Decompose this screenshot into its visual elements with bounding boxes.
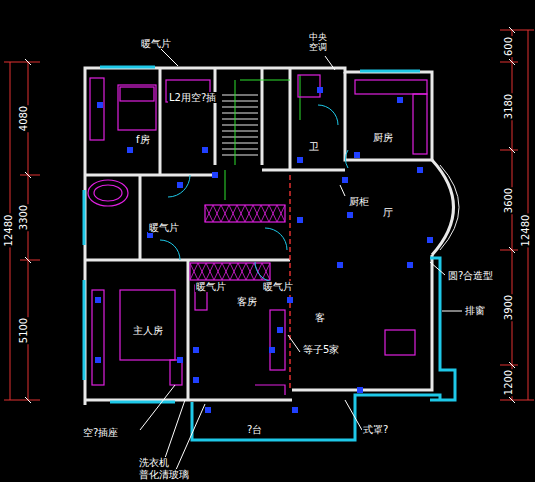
heating-label: 暖气片: [140, 38, 172, 49]
heating-label: 暖气片: [195, 281, 227, 292]
fixture-symbol: [212, 172, 218, 178]
dimension: 3900: [503, 293, 514, 320]
heating-label: 暖气片: [148, 222, 180, 233]
hanger-mark: [230, 263, 238, 280]
hanger-mark: [213, 205, 221, 222]
fixture-symbol: [354, 152, 360, 158]
hanger-mark: [237, 205, 245, 222]
fixture-label: 等子5家: [302, 344, 340, 355]
room-name: 客房: [236, 296, 258, 307]
hanger-mark: [262, 263, 270, 280]
fixture-symbol: [127, 147, 133, 153]
hanger-mark: [198, 263, 206, 280]
fixture-symbol: [177, 182, 183, 188]
fixture-symbol: [337, 262, 343, 268]
room-name: 厅: [382, 207, 394, 218]
hanger-mark: [222, 263, 230, 280]
fixture-symbol: [95, 357, 101, 363]
hanger-mark: [261, 205, 269, 222]
ac-label: 中央 空调: [308, 33, 330, 53]
fixture-symbol: [292, 407, 298, 413]
fixture-symbol: [417, 167, 423, 173]
window-note: 圆?合造型: [447, 270, 494, 281]
stair-tread: [222, 143, 258, 144]
fixture-symbol: [202, 147, 208, 153]
room-name: 客: [314, 312, 326, 323]
dimension: 5100: [18, 316, 29, 343]
glass-note: 普化清玻璃: [138, 469, 190, 480]
socket-note: L2用空?插: [168, 92, 217, 103]
fixture-symbol: [357, 387, 363, 393]
cabinet-label: 厨柜: [348, 196, 370, 207]
stair-tread: [222, 113, 258, 114]
hanger-mark: [269, 205, 277, 222]
room-name: 主人房: [132, 325, 164, 336]
socket-note: 空?插座: [82, 427, 119, 438]
stair-tread: [222, 107, 258, 108]
fixture-symbol: [269, 347, 275, 353]
stair-tread: [222, 95, 258, 96]
fixture-symbol: [205, 407, 211, 413]
hanger-mark: [245, 205, 253, 222]
room-name: 卫: [308, 141, 320, 152]
hanger-mark: [277, 205, 285, 222]
fixture-symbol: [427, 237, 433, 243]
heating-label: 暖气片: [262, 281, 294, 292]
hanger-mark: [190, 263, 198, 280]
appliance-label: 洗衣机: [138, 457, 170, 468]
hanger-mark: [221, 205, 229, 222]
fixture-symbol: [297, 217, 303, 223]
stair-tread: [222, 131, 258, 132]
dimension: 4080: [18, 104, 29, 131]
fixture-symbol: [193, 347, 199, 353]
dimension: 3300: [18, 203, 29, 230]
window-note: 排窗: [464, 305, 486, 316]
hanger-mark: [253, 205, 261, 222]
fixture-symbol: [317, 87, 323, 93]
dimension: 600: [503, 35, 514, 56]
dimension: 12480: [520, 213, 531, 247]
fixture-symbol: [95, 297, 101, 303]
room-name: ?台: [246, 424, 263, 435]
dimension: 12480: [3, 213, 14, 247]
stair-tread: [222, 149, 258, 150]
room-name: f房: [135, 134, 151, 145]
stair-tread: [222, 101, 258, 102]
fixture-symbol: [347, 212, 353, 218]
stair-tread: [222, 137, 258, 138]
fixture-symbol: [277, 327, 283, 333]
hanger-mark: [229, 205, 237, 222]
hanger-mark: [206, 263, 214, 280]
stair-tread: [222, 119, 258, 120]
fixture-symbol: [397, 97, 403, 103]
stair-tread: [222, 155, 258, 156]
stair-tread: [222, 125, 258, 126]
hanger-mark: [246, 263, 254, 280]
fixture-symbol: [297, 157, 303, 163]
fixture-symbol: [407, 262, 413, 268]
hanger-mark: [205, 205, 213, 222]
fixture-symbol: [342, 177, 348, 183]
fixture-symbol: [287, 297, 293, 303]
dimension: 1200: [503, 368, 514, 395]
dimension: 3180: [503, 92, 514, 119]
dimension: 3600: [503, 186, 514, 213]
hanger-mark: [214, 263, 222, 280]
fixture-symbol: [193, 377, 199, 383]
fixture-symbol: [97, 102, 103, 108]
hanger-mark: [238, 263, 246, 280]
fixture-label: 式罩?: [362, 424, 389, 435]
fixture-symbol: [177, 357, 183, 363]
room-name: 厨房: [372, 132, 394, 143]
